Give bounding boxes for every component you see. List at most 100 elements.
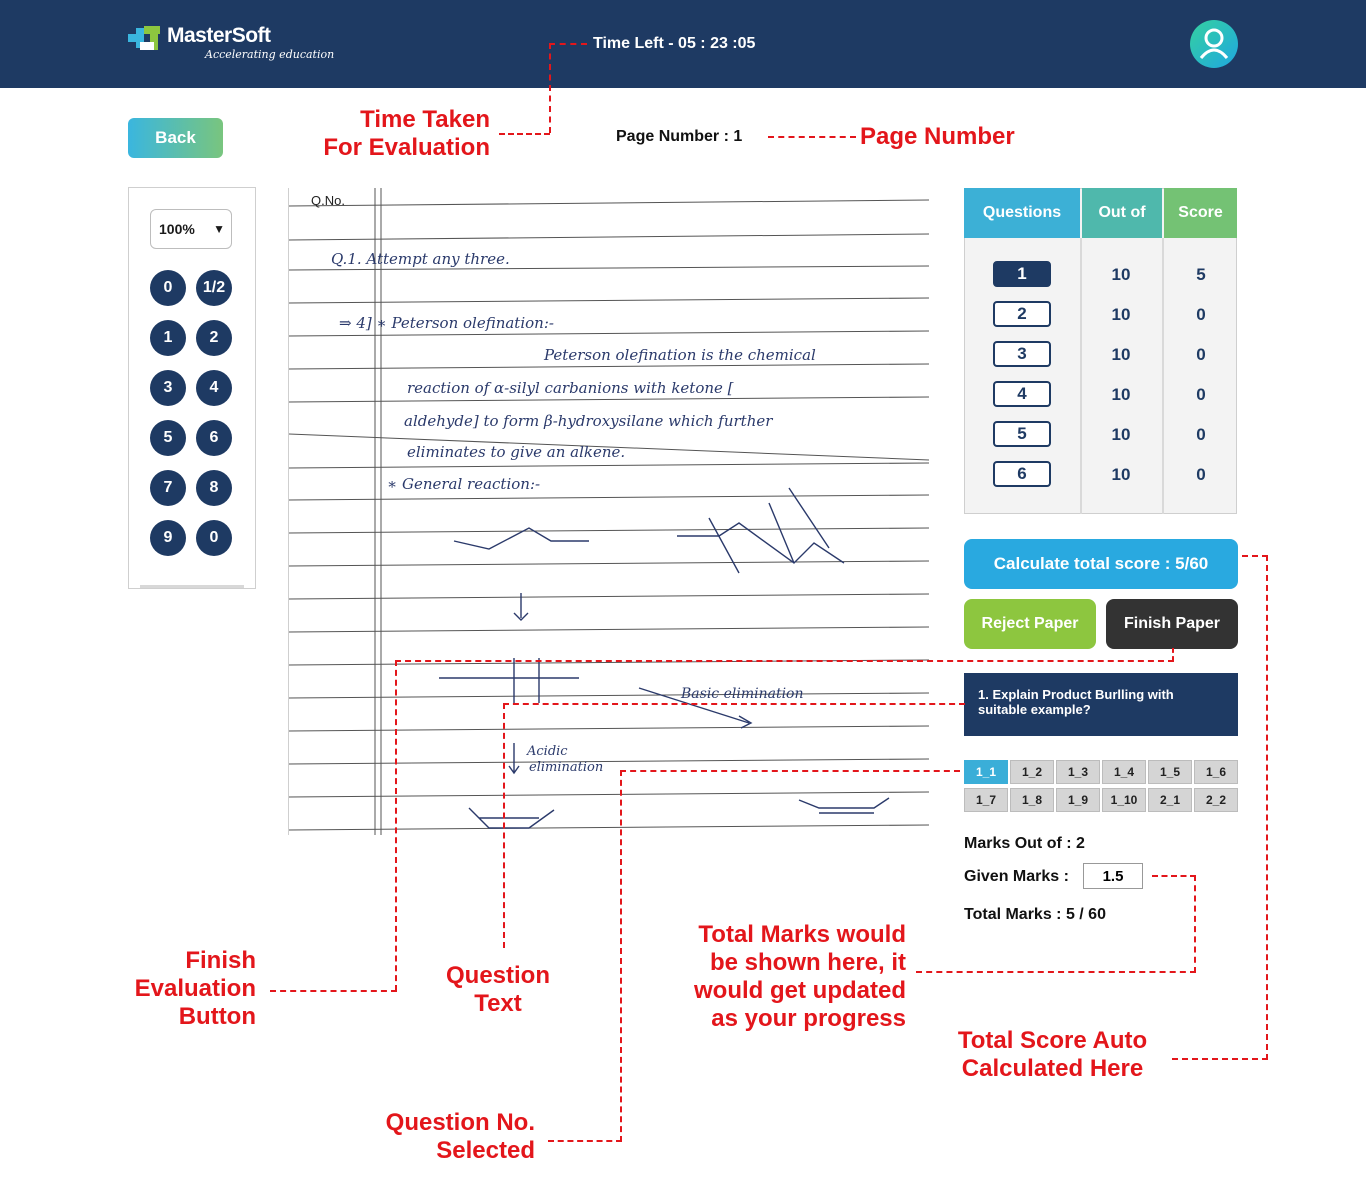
question-text-box: 1. Explain Product Burlling with suitabl… — [964, 673, 1238, 736]
subquestion-tab[interactable]: 1_1 — [964, 760, 1008, 784]
calculate-total-score-button[interactable]: Calculate total score : 5/60 — [964, 539, 1238, 589]
reject-paper-button[interactable]: Reject Paper — [964, 599, 1096, 649]
connector-line — [549, 43, 587, 45]
connector-line — [1152, 875, 1196, 877]
out-of-cell: 10 — [1111, 385, 1131, 404]
header-score: Score — [1164, 188, 1237, 238]
mark-button-4[interactable]: 4 — [196, 370, 232, 406]
mark-button-0[interactable]: 0 — [150, 270, 186, 306]
connector-line — [1194, 875, 1196, 973]
out-of-cell: 10 — [1111, 425, 1131, 444]
mark-button-3[interactable]: 3 — [150, 370, 186, 406]
user-icon — [1199, 28, 1229, 59]
connector-line — [1172, 648, 1174, 661]
zoom-select[interactable]: 100% ▼ — [150, 209, 232, 249]
handwritten-line: aldehyde] to form β-hydroxysilane which … — [404, 412, 773, 430]
handwritten-line: ⇒ 4] ∗ Peterson olefination:- — [339, 314, 554, 332]
subquestion-tab[interactable]: 1_2 — [1010, 760, 1054, 784]
page-number: Page Number : 1 — [616, 128, 743, 145]
given-marks-label: Given Marks : — [964, 868, 1069, 885]
brand-name: MasterSoft — [167, 24, 271, 47]
chevron-down-icon: ▼ — [213, 222, 225, 236]
column-divider — [1080, 238, 1082, 514]
annotation-finish-evaluation: Finish Evaluation Button — [134, 947, 256, 1030]
handwritten-line: Peterson olefination is the chemical — [544, 346, 816, 364]
given-marks-input[interactable] — [1083, 863, 1143, 889]
subquestion-tab[interactable]: 2_2 — [1194, 788, 1238, 812]
connector-line — [548, 1140, 622, 1142]
subquestion-tab[interactable]: 1_9 — [1056, 788, 1100, 812]
out-of-cell: 10 — [1111, 345, 1131, 364]
handwritten-line: Q.1. Attempt any three. — [331, 250, 510, 268]
mark-button-6[interactable]: 6 — [196, 420, 232, 456]
mark-button-half[interactable]: 1/2 — [196, 270, 232, 306]
subquestion-tab[interactable]: 1_5 — [1148, 760, 1192, 784]
connector-line — [499, 133, 550, 135]
handwritten-line: elimination — [529, 760, 604, 775]
question-button-5[interactable]: 5 — [993, 421, 1051, 447]
subquestion-tab[interactable]: 1_8 — [1010, 788, 1054, 812]
mastersoft-logo-icon — [128, 26, 160, 50]
connector-line — [270, 990, 397, 992]
annotation-time-taken: Time Taken For Evaluation — [323, 106, 490, 161]
handwritten-line: Basic elimination — [681, 686, 804, 702]
back-button[interactable]: Back — [128, 118, 223, 158]
handwritten-line: ∗ General reaction:- — [387, 475, 541, 493]
user-avatar[interactable] — [1190, 20, 1238, 68]
mark-button-0-alt[interactable]: 0 — [196, 520, 232, 556]
mark-button-1[interactable]: 1 — [150, 320, 186, 356]
qno-label: Q.No. — [311, 193, 345, 208]
mark-button-2[interactable]: 2 — [196, 320, 232, 356]
score-cell: 5 — [1196, 265, 1206, 284]
annotation-total-score: Total Score Auto Calculated Here — [957, 1027, 1148, 1082]
question-button-4[interactable]: 4 — [993, 381, 1051, 407]
brand-tagline: Accelerating education — [205, 48, 335, 61]
handwritten-line: Acidic — [527, 744, 568, 759]
app-header — [0, 0, 1366, 88]
score-cell: 0 — [1196, 465, 1206, 484]
question-button-6[interactable]: 6 — [993, 461, 1051, 487]
score-cell: 0 — [1196, 385, 1206, 404]
column-divider — [1162, 238, 1164, 514]
connector-line — [549, 43, 551, 133]
out-of-cell: 10 — [1111, 465, 1131, 484]
subquestion-tab[interactable]: 1_7 — [964, 788, 1008, 812]
score-cell: 0 — [1196, 305, 1206, 324]
mark-button-7[interactable]: 7 — [150, 470, 186, 506]
annotation-total-marks: Total Marks would be shown here, it woul… — [694, 921, 906, 1032]
subquestion-tab[interactable]: 1_6 — [1194, 760, 1238, 784]
answer-sheet-image[interactable]: Q.1. Attempt any three. ⇒ 4] ∗ Peterson … — [288, 188, 929, 835]
connector-line — [395, 660, 397, 991]
header-questions: Questions — [964, 188, 1080, 238]
score-cell: 0 — [1196, 425, 1206, 444]
score-cell: 0 — [1196, 345, 1206, 364]
question-button-3[interactable]: 3 — [993, 341, 1051, 367]
time-left-timer: Time Left - 05 : 23 :05 — [593, 35, 756, 52]
question-button-2[interactable]: 2 — [993, 301, 1051, 327]
total-marks: Total Marks : 5 / 60 — [964, 906, 1106, 923]
connector-line — [1266, 555, 1268, 1060]
question-button-1[interactable]: 1 — [993, 261, 1051, 287]
connector-line — [503, 703, 965, 705]
subquestion-tab[interactable]: 1_10 — [1102, 788, 1146, 812]
annotation-question-no: Question No. Selected — [385, 1109, 535, 1164]
marks-out-of: Marks Out of : 2 — [964, 835, 1085, 852]
handwritten-line: eliminates to give an alkene. — [407, 443, 626, 461]
out-of-cell: 10 — [1111, 305, 1131, 324]
annotation-question-text: Question Text — [445, 962, 550, 1017]
zoom-value: 100% — [159, 221, 195, 237]
connector-line — [503, 703, 505, 948]
subquestion-tab[interactable]: 1_3 — [1056, 760, 1100, 784]
finish-paper-button[interactable]: Finish Paper — [1106, 599, 1238, 649]
ruled-lines — [289, 188, 929, 835]
mark-button-5[interactable]: 5 — [150, 420, 186, 456]
connector-line — [768, 136, 856, 138]
connector-line — [620, 770, 622, 1142]
subquestion-tab[interactable]: 2_1 — [1148, 788, 1192, 812]
mark-button-8[interactable]: 8 — [196, 470, 232, 506]
subquestion-tab[interactable]: 1_4 — [1102, 760, 1146, 784]
palette-divider — [140, 585, 244, 588]
mark-button-9[interactable]: 9 — [150, 520, 186, 556]
marks-palette — [128, 187, 256, 589]
connector-line — [1172, 1058, 1268, 1060]
